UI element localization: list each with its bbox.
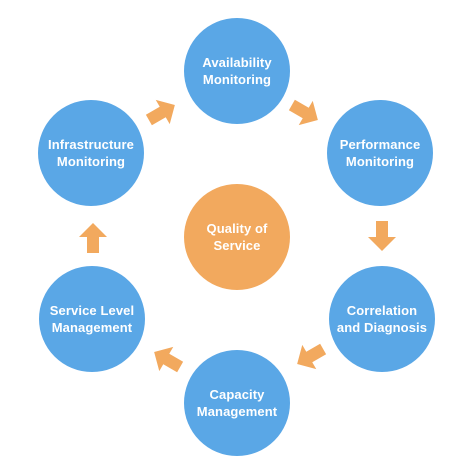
node-performance-monitoring: Performance Monitoring <box>327 100 433 206</box>
node-availability-monitoring: Availability Monitoring <box>184 18 290 124</box>
node-capacity-management: Capacity Management <box>184 350 290 456</box>
node-label: Capacity Management <box>196 387 278 419</box>
node-infrastructure-monitoring: Infrastructure Monitoring <box>38 100 144 206</box>
node-correlation-and-diagnosis: Correlation and Diagnosis <box>329 266 435 372</box>
node-label: Performance Monitoring <box>339 137 421 169</box>
node-label: Infrastructure Monitoring <box>48 137 134 169</box>
center-node-quality-of-service: Quality of Service <box>184 184 290 290</box>
arrow-correlation-to-capacity <box>297 343 327 370</box>
center-label: Quality of Service <box>206 221 268 253</box>
node-label: Availability Monitoring <box>202 55 272 87</box>
node-label: Correlation and Diagnosis <box>336 303 428 335</box>
arrow-capacity-to-service-level <box>154 346 184 373</box>
node-service-level-management: Service Level Management <box>39 266 145 372</box>
arrow-service-level-to-infrastructure <box>79 223 107 253</box>
node-label: Service Level Management <box>49 303 135 335</box>
arrow-availability-to-performance <box>288 99 318 126</box>
arrow-infrastructure-to-availability <box>145 99 175 126</box>
arrow-performance-to-correlation <box>368 221 396 251</box>
